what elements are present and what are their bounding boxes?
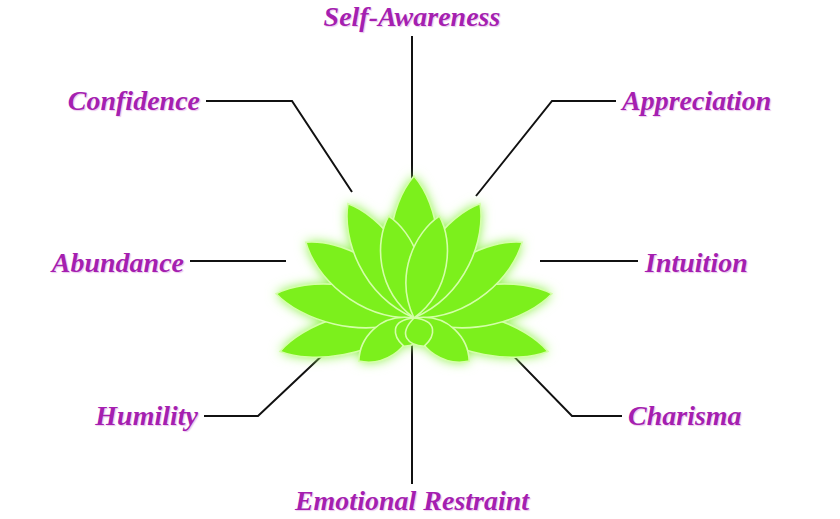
attribute-label: Appreciation — [622, 86, 771, 117]
leader-line — [476, 101, 616, 196]
leader-line — [540, 260, 638, 262]
leader-line — [411, 36, 413, 190]
lotus-petal — [401, 313, 437, 351]
attribute-label: Confidence — [68, 86, 200, 117]
lotus-flower — [273, 176, 556, 374]
leader-lines — [190, 36, 638, 484]
attribute-label: Emotional Restraint — [295, 486, 529, 517]
lotus-petal — [396, 212, 458, 323]
attribute-label: Self-Awareness — [324, 2, 501, 33]
attribute-label: Humility — [95, 401, 198, 432]
leader-line — [190, 260, 286, 262]
attribute-label: Abundance — [52, 248, 184, 279]
attribute-label: Intuition — [645, 248, 748, 279]
leader-line — [411, 342, 413, 484]
attribute-label: Charisma — [628, 401, 742, 432]
leader-line — [206, 101, 352, 192]
